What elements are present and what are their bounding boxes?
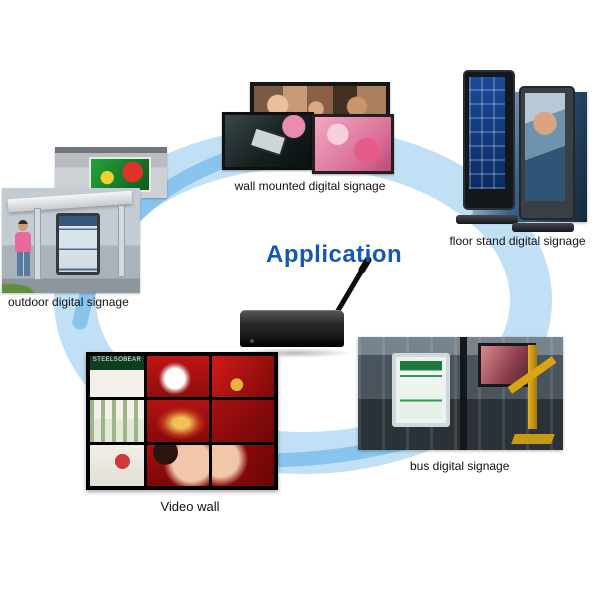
- phone-image: [248, 126, 288, 157]
- wall-screen-roses: [312, 114, 394, 174]
- device-shadow: [236, 348, 354, 358]
- outdoor-led-screen: [89, 157, 151, 192]
- media-player-device: [234, 256, 384, 366]
- bus-screen-content: [400, 361, 442, 419]
- video-wall-panel: [147, 444, 209, 486]
- person-legs: [17, 252, 30, 276]
- person-torso: [15, 232, 31, 252]
- wall-mounted-signage-photo: [222, 82, 394, 176]
- kiosk-portrait-screen: [525, 93, 565, 201]
- bus-screen-green: [392, 353, 450, 427]
- floor-stand-label: floor stand digital signage: [449, 234, 586, 248]
- wall-mounted-label: wall mounted digital signage: [234, 179, 386, 193]
- video-wall-panel: [147, 400, 209, 442]
- device-front-panel: [240, 335, 344, 347]
- video-wall-panel: [212, 444, 274, 486]
- kiosk-app-grid-screen: [469, 77, 505, 189]
- diagram-title: Application: [266, 241, 403, 268]
- outdoor-label: outdoor digital signage: [8, 295, 129, 309]
- video-wall-panel: STEELSOBEAR: [90, 356, 144, 398]
- video-wall-photo: STEELSOBEAR: [86, 352, 278, 490]
- video-wall-brand-text: STEELSOBEAR: [92, 357, 142, 363]
- video-wall-panel: [90, 444, 144, 486]
- floor-kiosk-apps: [456, 70, 518, 224]
- outdoor-kiosk-screen: [59, 216, 97, 272]
- media-player-box: [240, 310, 344, 347]
- floor-kiosk-portrait: [512, 86, 575, 232]
- power-led: [250, 339, 254, 343]
- antenna-icon: [333, 256, 372, 317]
- shelter-post: [34, 208, 41, 280]
- video-wall-panel: [212, 356, 274, 398]
- outdoor-kiosk: [56, 213, 100, 275]
- yellow-machinery-pole: [528, 345, 537, 429]
- kiosk-base: [456, 215, 518, 224]
- video-wall-label: Video wall: [160, 499, 220, 514]
- shelter-post: [118, 205, 125, 277]
- bus-signage-photo: [358, 337, 563, 450]
- video-wall-panel: [90, 400, 144, 442]
- yellow-machinery-base: [511, 434, 555, 444]
- outdoor-shelter-photo: [2, 188, 140, 293]
- video-wall-panel: [147, 356, 209, 398]
- shelter-roof: [7, 190, 133, 213]
- video-wall-panel: [212, 400, 274, 442]
- person-head: [18, 220, 28, 231]
- person-figure: [14, 220, 34, 280]
- kiosk-base: [512, 223, 574, 232]
- floor-stand-signage-photo: [447, 70, 589, 232]
- grass-patch: [2, 283, 36, 293]
- mounting-pole: [460, 337, 467, 450]
- bus-label: bus digital signage: [410, 459, 510, 473]
- wall-screen-gadget: [222, 112, 314, 170]
